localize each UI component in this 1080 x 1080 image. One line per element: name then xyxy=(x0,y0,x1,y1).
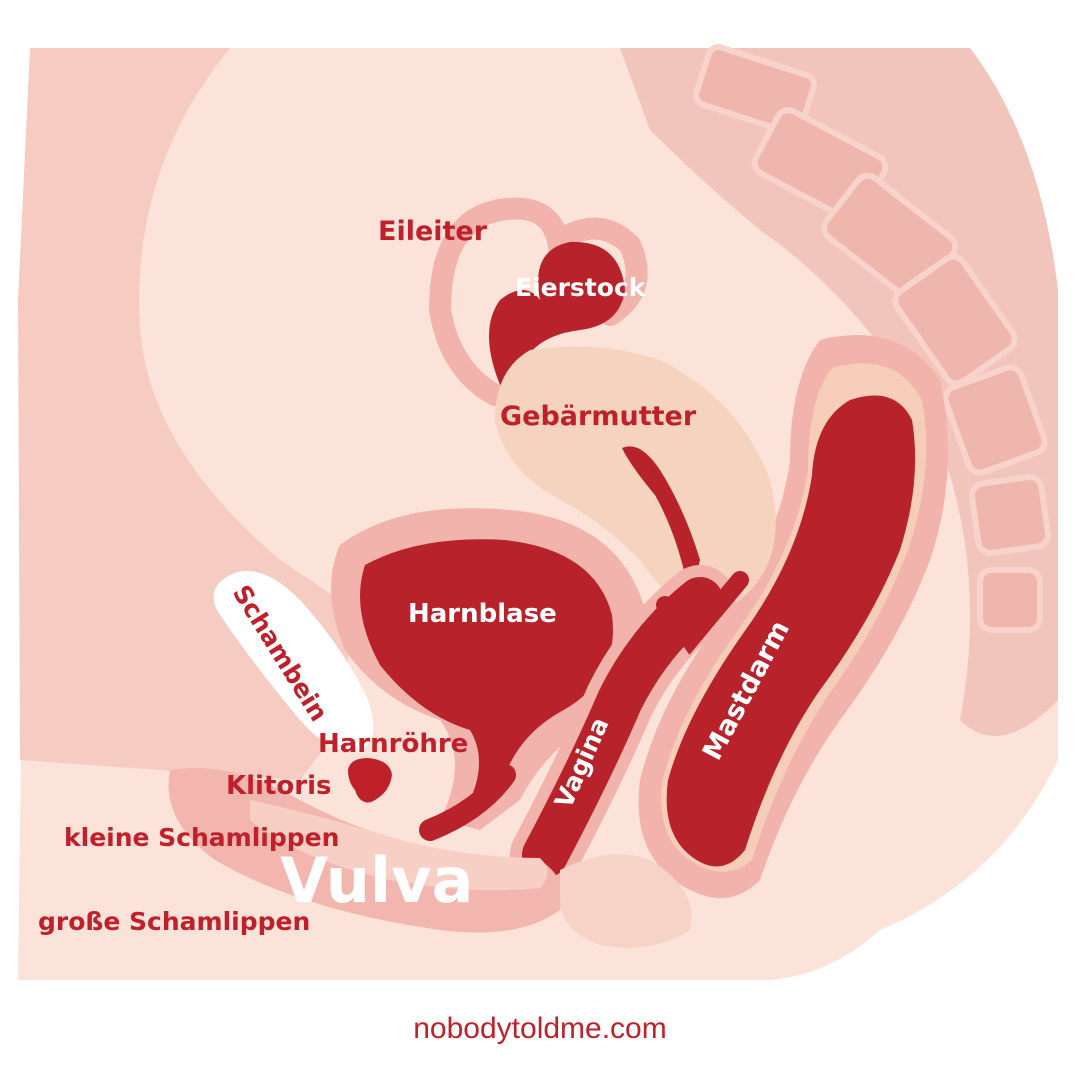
label-harnblase: Harnblase xyxy=(408,599,557,629)
website-footer: nobodytoldme.com xyxy=(413,1012,667,1045)
label-harnroehre: Harnröhre xyxy=(318,729,468,759)
uterus-gebaermutter xyxy=(495,346,776,616)
pubic-bone-schambein xyxy=(213,570,374,751)
label-kleine-schamlippen: kleine Schamlippen xyxy=(64,823,339,852)
vagina xyxy=(522,577,723,878)
label-eileiter: Eileiter xyxy=(378,216,488,247)
cervix-fork xyxy=(656,571,749,655)
vertebrae xyxy=(693,44,1051,633)
perineum xyxy=(560,854,692,948)
clitoris-klitoris xyxy=(348,758,392,803)
labia-minora xyxy=(250,800,548,891)
label-klitoris: Klitoris xyxy=(226,771,331,801)
rectum-mastdarm xyxy=(666,395,916,867)
ovary-eierstock xyxy=(489,241,625,385)
spine xyxy=(620,48,1058,736)
fallopian-tube-right xyxy=(549,217,648,326)
urethra-harnroehre xyxy=(419,764,516,841)
label-grosse-schamlippen: große Schamlippen xyxy=(38,907,310,936)
bladder-harnblase xyxy=(360,539,613,800)
label-eierstock: Eierstock xyxy=(515,273,647,302)
fallopian-tube xyxy=(428,197,571,406)
label-gebaermutter: Gebärmutter xyxy=(500,401,697,432)
label-vulva: Vulva xyxy=(280,844,473,917)
